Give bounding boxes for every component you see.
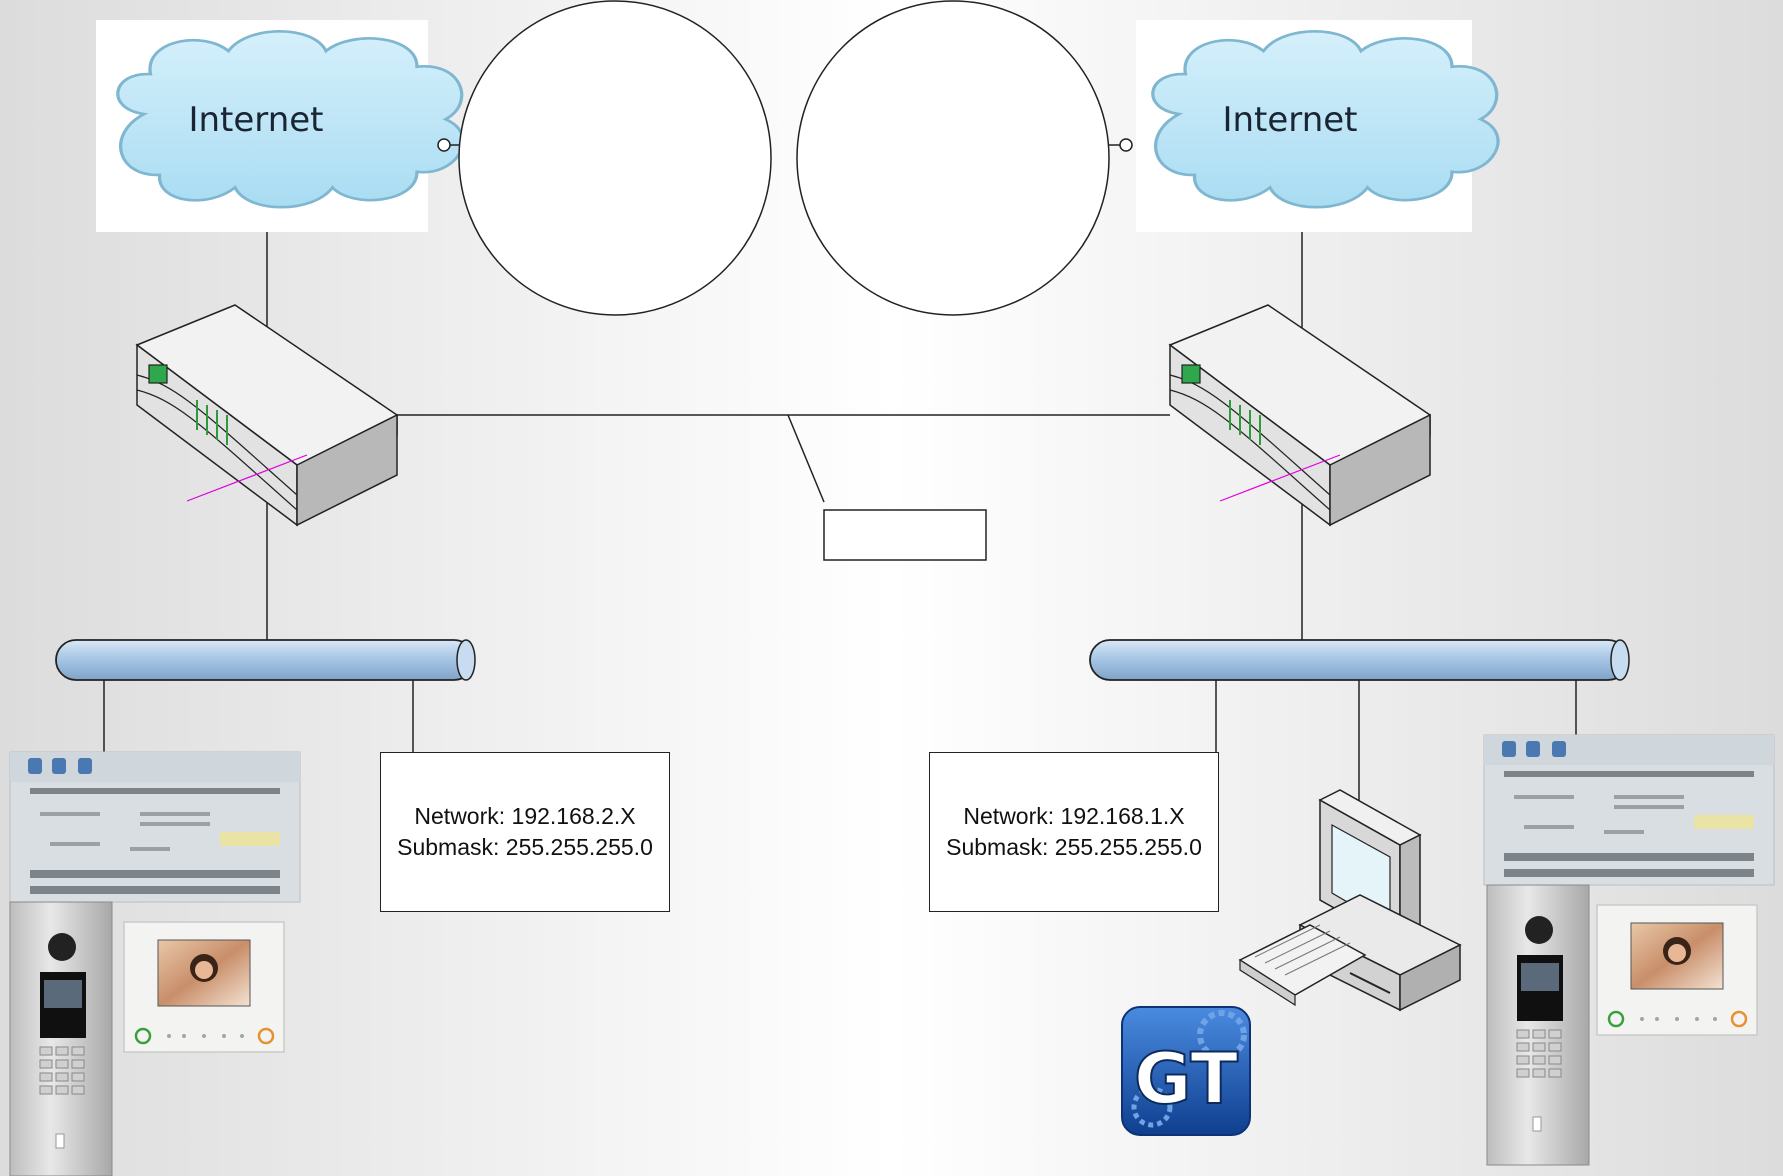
left-network-info-box: Network: 192.168.2.X Submask: 255.255.25… [380,752,670,912]
left-internet-cloud: Internet [96,20,465,232]
left-network-line: Network: 192.168.2.X [414,802,636,829]
gt-logo-text: GT [1134,1038,1238,1120]
left-router-icon [135,304,398,527]
right-door-panel-icon [1486,884,1590,1166]
left-cloud-label: Internet [188,100,323,140]
left-submask-line: Submask: 255.255.255.0 [397,834,653,860]
right-network-bus-icon [1089,639,1630,681]
right-submask-line: Submask: 255.255.255.0 [946,834,1202,860]
gt-logo-icon: GT [1121,1006,1251,1136]
right-intercom-controller-icon [1483,734,1775,886]
left-intercom-controller-icon [9,751,301,903]
left-video-monitor-icon [123,921,285,1053]
right-cloud-label: Internet [1222,100,1357,140]
right-circle [796,0,1133,316]
right-network-info-box: Network: 192.168.1.X Submask: 255.255.25… [929,752,1219,912]
left-circle [437,0,772,316]
left-network-bus-icon [55,639,476,681]
right-router-icon [1168,304,1431,527]
right-network-line: Network: 192.168.1.X [963,802,1185,829]
right-video-monitor-icon [1596,904,1758,1036]
left-door-panel-icon [9,901,113,1176]
connector-lines [103,232,1577,805]
wan-label-box [823,509,987,561]
desktop-computer-icon [1238,789,1462,1012]
right-internet-cloud: Internet [1136,20,1500,232]
